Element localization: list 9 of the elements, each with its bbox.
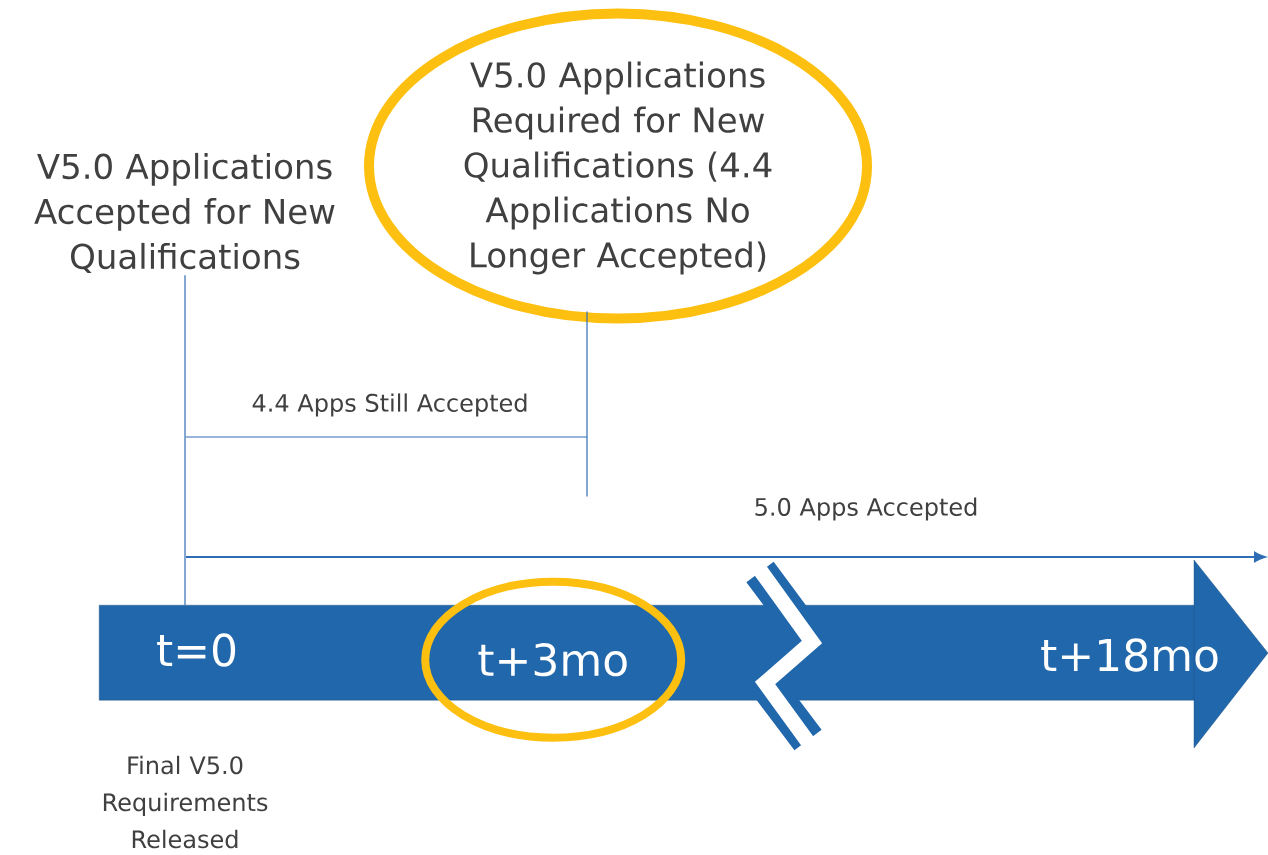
milestone-caption: Final V5.0 Requirements Released bbox=[103, 755, 268, 849]
timeline-label: t+18mo bbox=[1041, 638, 1218, 672]
span-label: 4.4 Apps Still Accepted bbox=[252, 393, 527, 417]
timeline-label: t=0 bbox=[157, 633, 236, 667]
connector-line bbox=[586, 310, 588, 498]
timeline-arrow bbox=[99, 559, 1268, 751]
milestone-text: V5.0 Applications Accepted for New Qualifications bbox=[34, 152, 335, 274]
connector-line bbox=[184, 274, 186, 606]
span-label: 5.0 Apps Accepted bbox=[755, 497, 977, 521]
